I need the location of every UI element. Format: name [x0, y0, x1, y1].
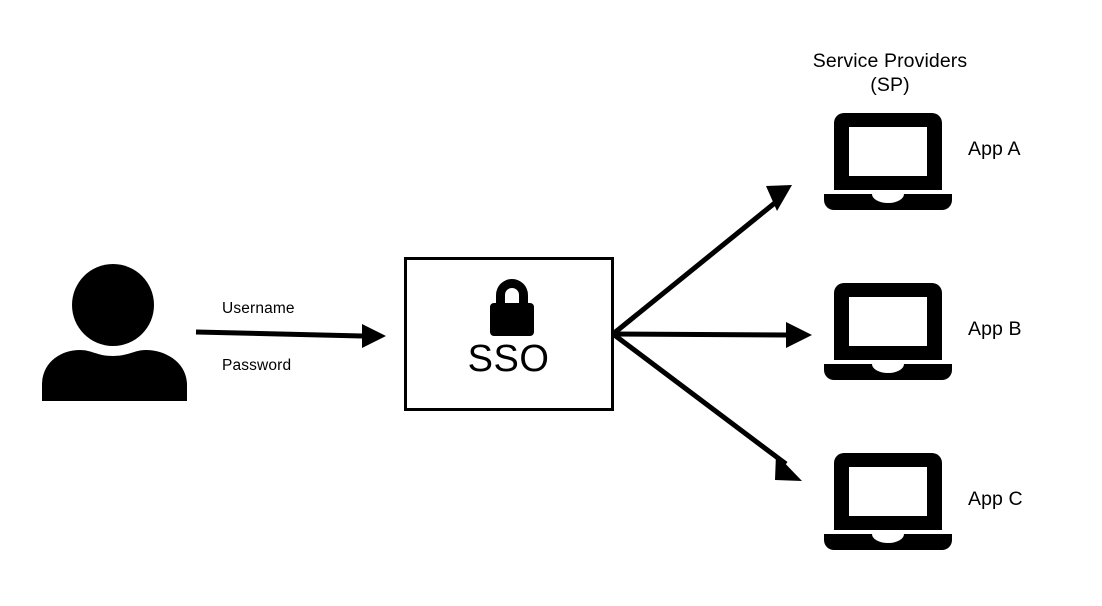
sso-to-app-c-arrow — [611, 332, 802, 481]
laptop-icon-app-b — [824, 283, 952, 380]
app-c-label: App C — [968, 488, 1023, 510]
padlock-icon — [490, 279, 534, 336]
app-a-label: App A — [968, 138, 1021, 160]
user-person-icon — [42, 264, 187, 401]
laptop-icon-app-a — [824, 113, 952, 210]
app-b-label: App B — [968, 318, 1022, 340]
username-label: Username — [222, 300, 295, 317]
password-label: Password — [222, 357, 292, 374]
service-providers-heading: Service Providers(SP) — [760, 50, 1020, 98]
sso-to-app-a-arrow — [611, 185, 792, 336]
service-providers-heading-line2: (SP) — [870, 73, 910, 96]
sso-to-app-b-arrow — [612, 322, 812, 348]
sso-box-label: SSO — [467, 338, 550, 380]
credentials-arrow — [195, 324, 386, 348]
service-providers-heading-line1: Service Providers — [812, 50, 968, 72]
laptop-icon-app-c — [824, 453, 952, 550]
